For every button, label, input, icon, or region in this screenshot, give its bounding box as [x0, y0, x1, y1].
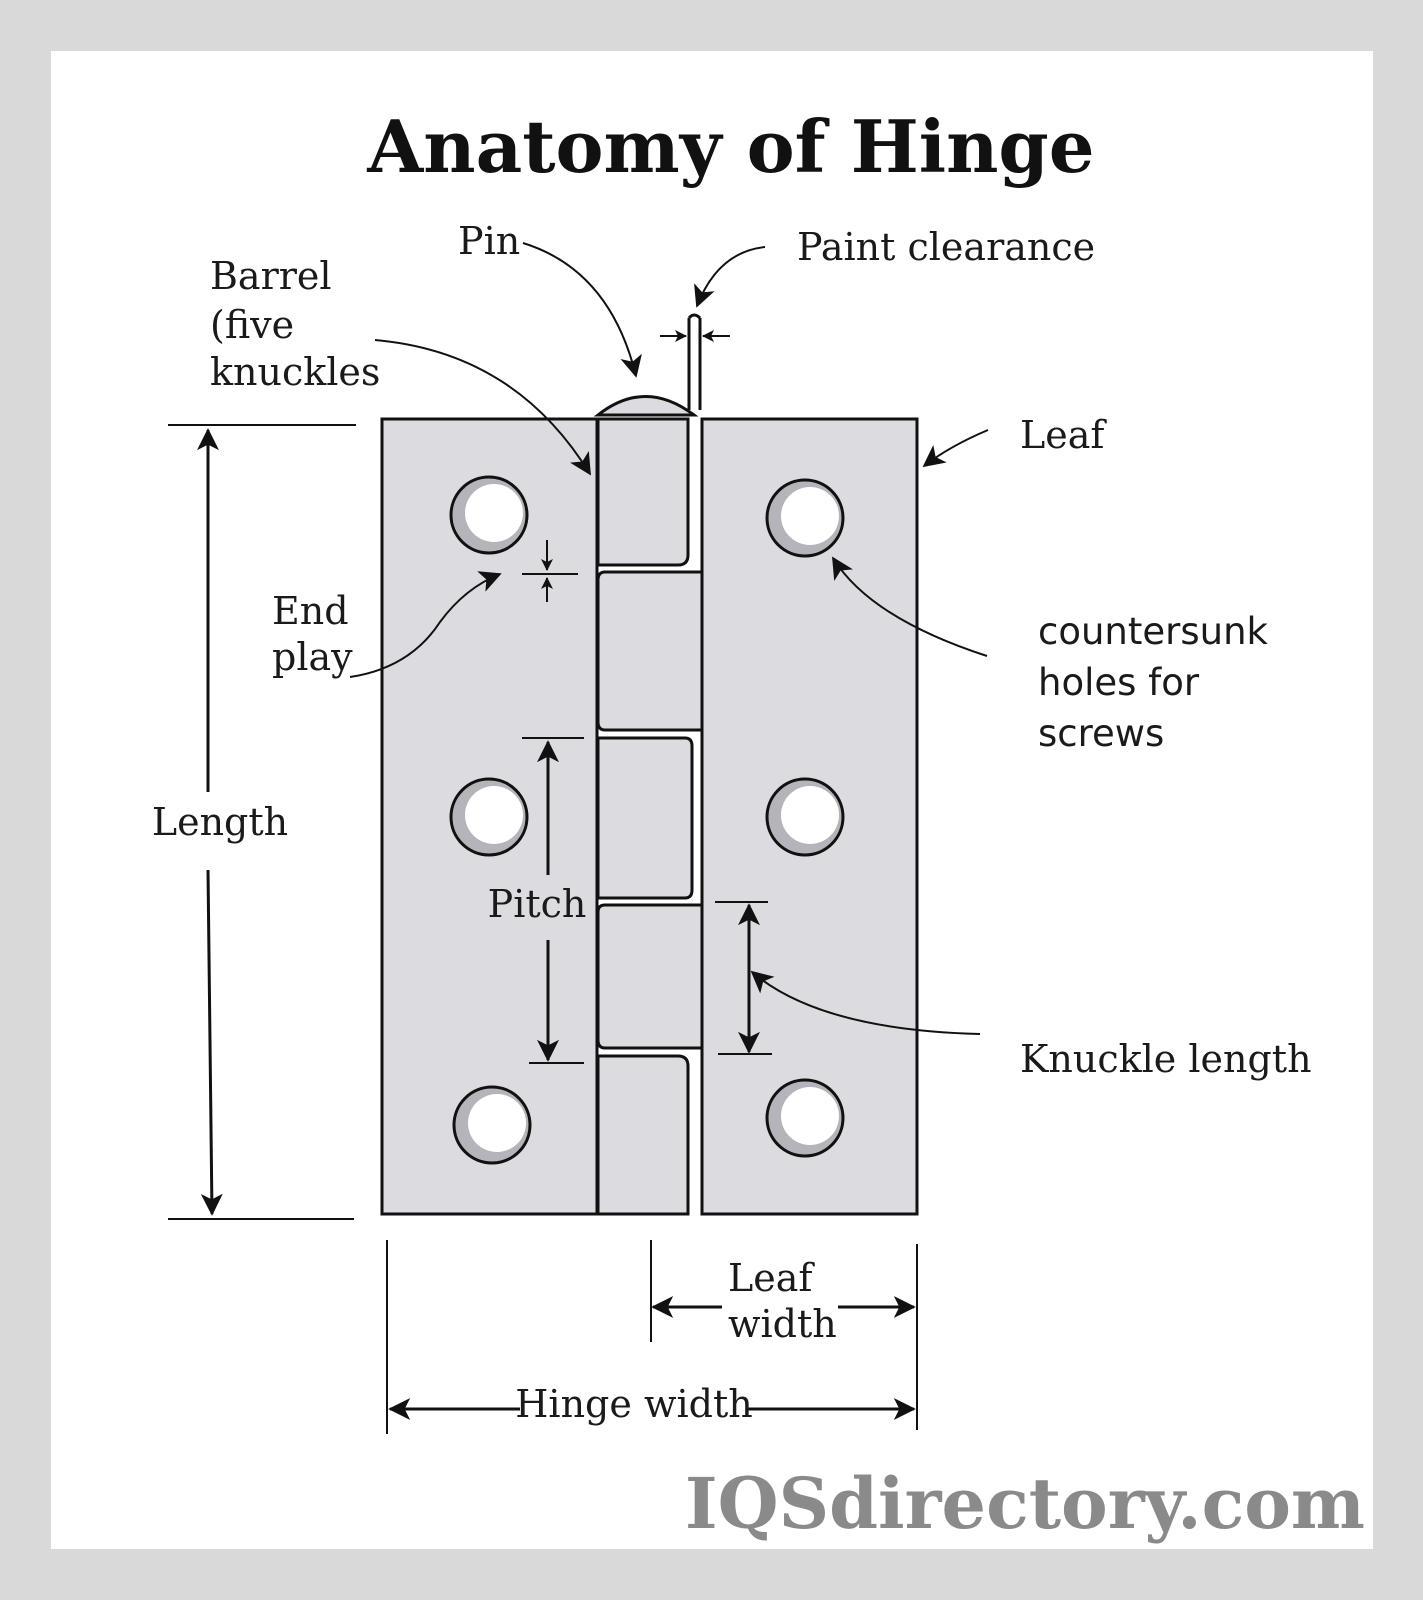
pin-shaft-top	[687, 313, 702, 320]
screw-hole-right-middle	[765, 777, 845, 857]
length-label: Length	[152, 800, 288, 844]
leaf-width-label-line1: Leaf	[728, 1256, 815, 1300]
knuckle-length-label: Knuckle length	[1020, 1037, 1312, 1081]
leaf-leader	[922, 429, 989, 468]
countersunk-label-line2: holes for	[1038, 661, 1200, 704]
knuckle-length-leader	[750, 970, 981, 1035]
barrel-label-line3: knuckles	[210, 350, 380, 394]
paint-clearance-label: Paint clearance	[797, 225, 1095, 269]
screw-hole-left-bottom	[452, 1085, 532, 1165]
leaf-width-label-line2: width	[728, 1302, 837, 1346]
knuckle-1	[596, 417, 690, 567]
brand-logo: IQSdirectory.com	[685, 1462, 1365, 1545]
leaf-label: Leaf	[1020, 413, 1107, 457]
pitch-label: Pitch	[488, 882, 587, 926]
diagram-title: Anatomy of Hinge	[366, 104, 1094, 189]
pin-leader	[522, 242, 642, 378]
countersunk-leader	[832, 556, 988, 657]
barrel-label-line2: (five	[210, 303, 294, 347]
screw-hole-right-top	[765, 478, 845, 558]
end-play-label-line2: play	[272, 635, 353, 679]
end-play-leader	[349, 571, 502, 678]
knuckle-4	[596, 903, 704, 1050]
pin-head	[593, 395, 699, 417]
knuckle-2	[596, 570, 704, 732]
end-play-label-line1: End	[272, 589, 349, 633]
screw-hole-left-middle	[449, 777, 529, 857]
hinge-width-label: Hinge width	[515, 1382, 752, 1426]
knuckle-5	[596, 1054, 690, 1216]
barrel-leader	[374, 339, 591, 476]
countersunk-label-line3: screws	[1038, 712, 1164, 755]
knuckle-3	[596, 736, 694, 900]
pin-label: Pin	[458, 219, 520, 263]
barrel-label-line1: Barrel	[210, 254, 332, 298]
screw-hole-left-top	[449, 475, 529, 555]
screw-hole-right-bottom	[765, 1078, 845, 1158]
countersunk-label-line1: countersunk	[1038, 610, 1269, 653]
length-arrow-down	[200, 869, 223, 1216]
paint-clearance-leader	[694, 246, 766, 308]
